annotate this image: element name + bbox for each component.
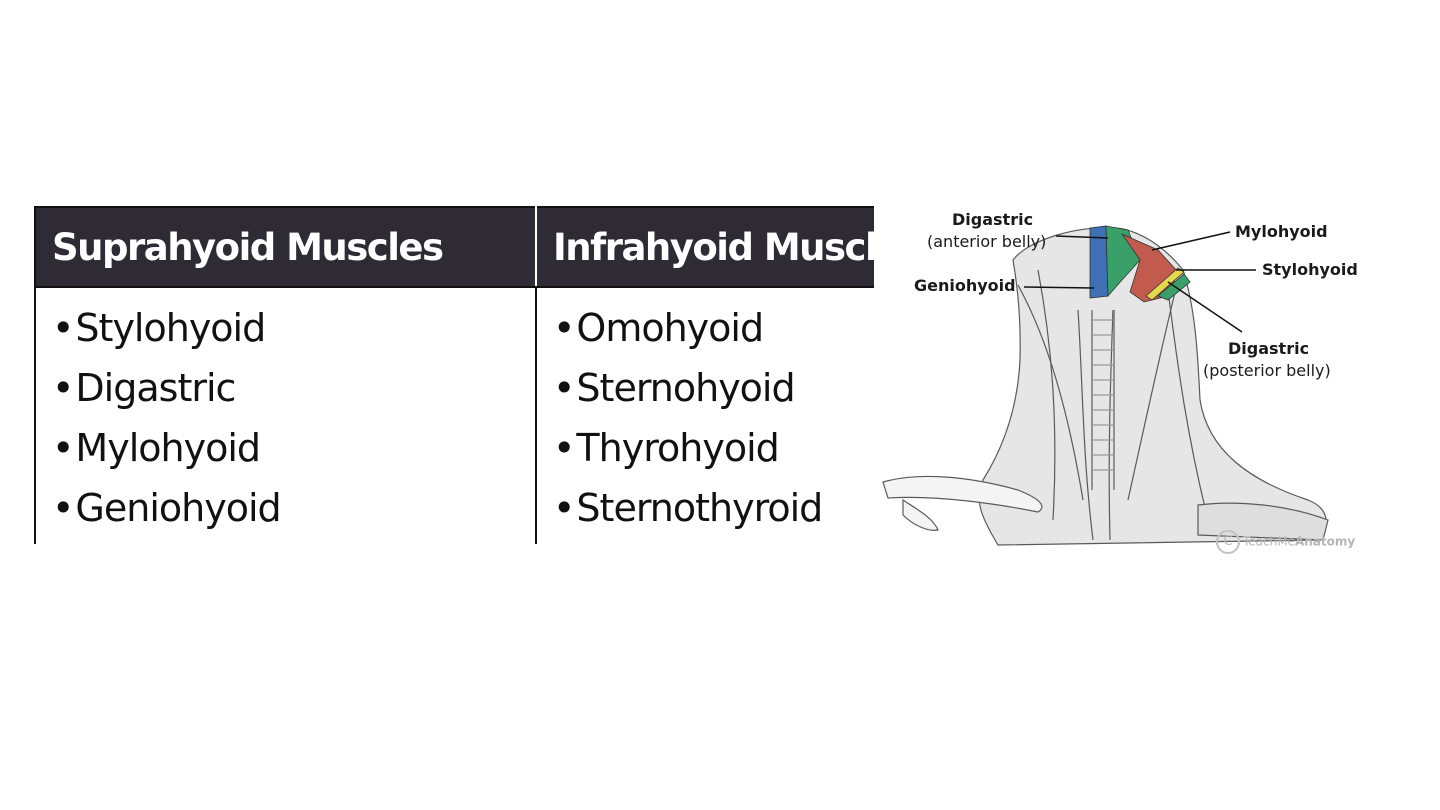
list-item: Digastric xyxy=(52,362,535,422)
neck-illustration xyxy=(882,225,1329,546)
infrahyoid-cell: Omohyoid Sternohyoid Thyrohyoid Sternoth… xyxy=(535,286,874,544)
header-infrahyoid: Infrahyoid Muscles xyxy=(535,206,874,288)
list-item: Omohyoid xyxy=(553,302,874,362)
copyright-icon: C xyxy=(1216,530,1240,554)
watermark-teach: TeachMe xyxy=(1243,534,1295,549)
watermark-anatomy: Anatomy xyxy=(1294,534,1356,549)
list-item: Geniohyoid xyxy=(52,482,535,542)
list-item: Sternohyoid xyxy=(553,362,874,422)
label-digastric-anterior: Digastric xyxy=(952,210,1034,229)
label-mylohyoid: Mylohyoid xyxy=(1235,222,1328,241)
list-item: Thyrohyoid xyxy=(553,422,874,482)
label-digastric-posterior: Digastric xyxy=(1228,339,1310,358)
header-suprahyoid: Suprahyoid Muscles xyxy=(34,206,537,288)
list-item: Sternothyroid xyxy=(553,482,874,542)
muscle-table: Suprahyoid Muscles Infrahyoid Muscles St… xyxy=(34,206,874,544)
label-posterior-belly: (posterior belly) xyxy=(1203,361,1331,380)
label-anterior-belly: (anterior belly) xyxy=(927,232,1047,251)
list-item: Stylohyoid xyxy=(52,302,535,362)
label-stylohyoid: Stylohyoid xyxy=(1262,260,1358,279)
list-item: Mylohyoid xyxy=(52,422,535,482)
suprahyoid-cell: Stylohyoid Digastric Mylohyoid Geniohyoi… xyxy=(34,286,537,544)
neck-anatomy-figure: Digastric (anterior belly) Mylohyoid Sty… xyxy=(878,200,1378,560)
label-geniohyoid: Geniohyoid xyxy=(914,276,1016,295)
